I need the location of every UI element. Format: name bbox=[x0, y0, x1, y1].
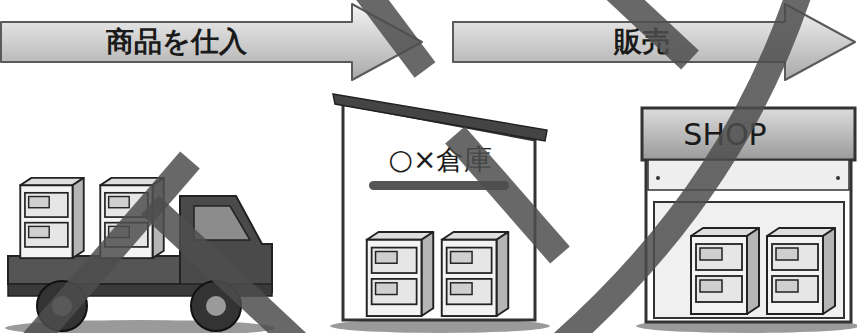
watermark-stroke bbox=[615, 0, 690, 60]
step-label: 商品を仕入 bbox=[0, 22, 352, 62]
cabinet bbox=[367, 232, 433, 316]
watermark-stroke bbox=[365, 0, 425, 70]
shop-wall bbox=[646, 158, 851, 322]
watermark-stroke bbox=[150, 205, 300, 333]
truck-illustration bbox=[8, 178, 272, 331]
cabinet bbox=[100, 178, 163, 258]
cabinet bbox=[20, 178, 83, 258]
sign-text: ○×倉庫 bbox=[353, 140, 528, 180]
arrow-band-outline bbox=[1, 4, 422, 80]
shop-window bbox=[654, 202, 844, 318]
shop-dot bbox=[656, 176, 660, 180]
shop-building: SHOP bbox=[638, 106, 857, 328]
process-arrow-band: 販売 bbox=[452, 2, 857, 82]
warehouse-building-shape bbox=[333, 92, 548, 328]
warehouse-wall bbox=[343, 104, 535, 320]
cabinet bbox=[767, 228, 835, 314]
watermark-stroke bbox=[560, 0, 800, 333]
warehouse-building: ○×倉庫 bbox=[333, 92, 548, 328]
cabinet bbox=[691, 228, 759, 314]
shop-sign-board bbox=[642, 108, 855, 160]
sign-underline bbox=[369, 181, 509, 190]
warehouse-roof bbox=[333, 94, 547, 141]
shop-dot bbox=[836, 176, 840, 180]
cabinet bbox=[442, 232, 508, 316]
arrow-band-outline bbox=[453, 4, 855, 80]
shop-awning bbox=[648, 160, 849, 190]
step-label: 販売 bbox=[492, 22, 792, 62]
process-arrow-band: 商品を仕入 bbox=[0, 2, 424, 82]
sign-text: SHOP bbox=[658, 112, 792, 156]
watermark-stroke bbox=[455, 135, 560, 255]
watermark-stroke bbox=[30, 160, 190, 333]
